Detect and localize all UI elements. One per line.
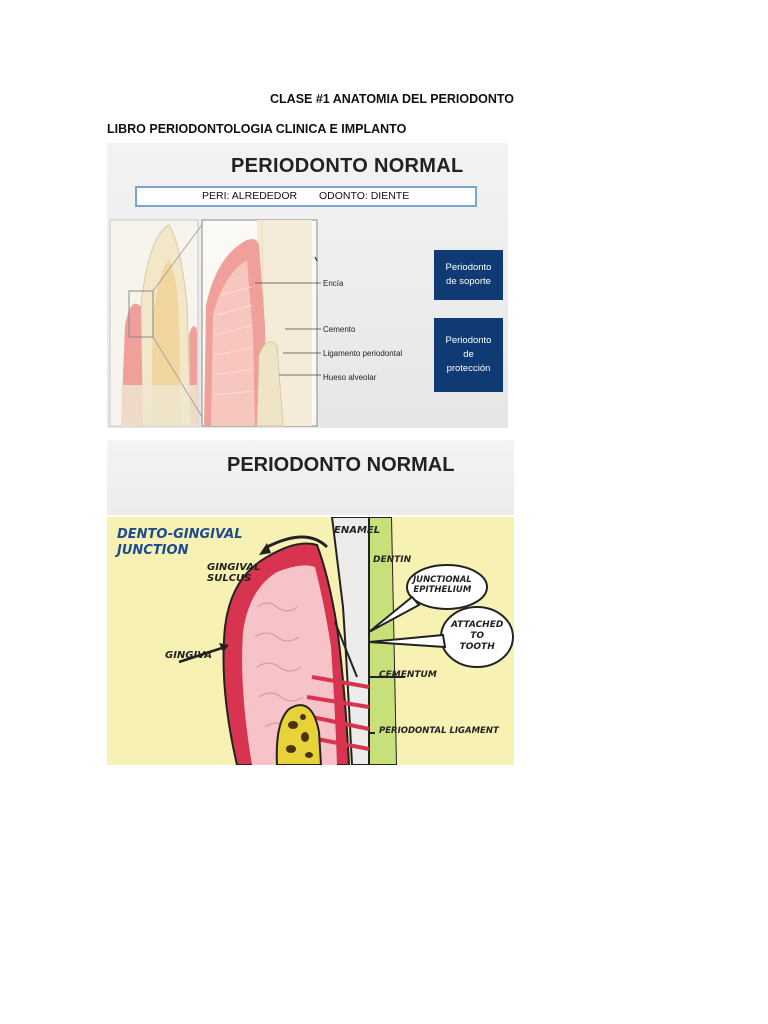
junction-line1: DENTO-GINGIVAL [117,527,243,542]
tooth-anatomy-diagram [109,219,321,427]
label-ligamento-periodontal: Ligamento periodontal [323,349,403,358]
label-cemento: Cemento [323,325,356,334]
definition-bar: PERI: ALREDEDOR ODONTO: DIENTE [135,186,477,207]
box-proteccion-line3: protección [446,363,491,374]
label-dentin: DENTIN [373,555,412,565]
slide-periodonto-normal-2: PERIODONTO NORMAL [107,440,514,765]
label-dento-gingival-junction: DENTO-GINGIVAL JUNCTION [117,527,243,559]
label-encia: Encía [323,279,344,288]
label-gingival-sulcus: GINGIVAL SULCUS [207,562,260,584]
definition-peri: PERI: ALREDEDOR [202,190,298,202]
label-periodontal-ligament: PERIODONTAL LIGAMENT [379,726,499,736]
slide1-title: PERIODONTO NORMAL [231,155,464,177]
dento-gingival-illustration: DENTO-GINGIVAL JUNCTION GINGIVAL SULCUS … [107,516,514,765]
box-soporte-line2: de soporte [446,276,491,287]
slide2-title: PERIODONTO NORMAL [227,454,455,476]
label-hueso-alveolar: Hueso alveolar [323,373,377,382]
document-subtitle: LIBRO PERIODONTOLOGIA CLINICA E IMPLANTO [107,122,407,136]
box-proteccion-line1: Periodonto [445,335,492,346]
box-periodonto-soporte: Periodonto de soporte [434,250,503,300]
junctional-line2: EPITHELIUM [413,585,472,595]
attached-line2: TO [470,631,485,641]
label-gingiva: GINGIVA [165,650,213,661]
box-periodonto-proteccion: Periodonto de protección [434,318,503,392]
junction-line2: JUNCTION [117,543,189,558]
label-junctional-epithelium: JUNCTIONAL EPITHELIUM [413,575,472,595]
label-enamel: ENAMEL [334,525,381,536]
dento-gingival-drawing [178,516,514,765]
slide-periodonto-normal-1: PERIODONTO NORMAL PERI: ALREDEDOR ODONTO… [107,143,508,428]
sulcus-line1: GINGIVAL [207,562,261,573]
box-proteccion-line2: de [463,349,474,360]
label-cementum: CEMENTUM [379,670,437,680]
document-title: CLASE #1 ANATOMIA DEL PERIODONTO [270,92,515,106]
attached-line3: TOOTH [459,642,495,652]
definition-odonto: ODONTO: DIENTE [319,190,410,202]
junctional-line1: JUNCTIONAL [413,575,472,585]
attached-line1: ATTACHED [451,620,504,630]
sulcus-line2: SULCUS [207,573,252,584]
slide2-title-bar: PERIODONTO NORMAL [107,440,514,515]
box-soporte-line1: Periodonto [445,262,492,273]
label-attached-to-tooth: ATTACHED TO TOOTH [451,620,503,653]
